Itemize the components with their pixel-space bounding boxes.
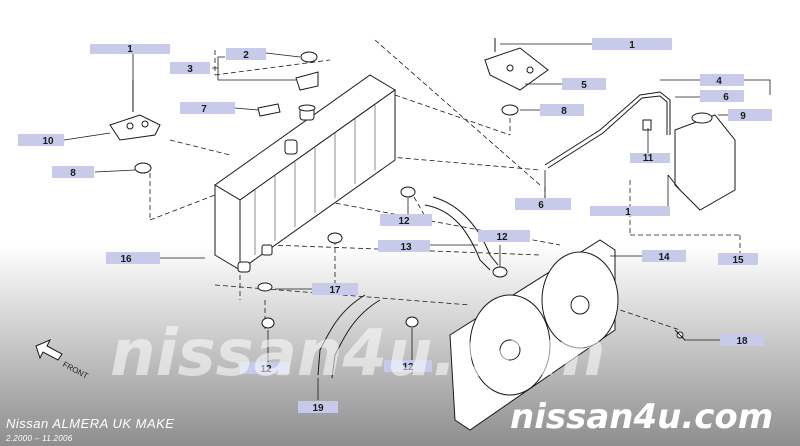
callout-10: 10	[42, 136, 54, 147]
callout-box-12b	[478, 230, 530, 242]
callout-box-5	[562, 78, 606, 90]
radiator	[214, 74, 396, 273]
mount-bracket-right	[484, 38, 549, 116]
front-arrow-icon	[35, 339, 63, 361]
callout-box-11	[630, 153, 670, 163]
callout-13: 13	[400, 242, 412, 253]
callout-11: 11	[643, 153, 654, 164]
callout-box-17	[312, 283, 358, 295]
callout-box-7	[180, 102, 235, 114]
callout-4: 4	[716, 76, 722, 87]
callout-box-6a	[700, 90, 744, 102]
callout-6b: 6	[538, 200, 544, 211]
callout-12a: 12	[398, 216, 410, 227]
callout-box-8b	[540, 104, 584, 116]
callout-box-12a	[380, 214, 432, 226]
caption-date-range: 2.2000 – 11.2006	[5, 434, 73, 443]
callout-12c: 12	[260, 364, 272, 375]
callout-box-10	[18, 134, 64, 146]
fan-shroud	[449, 239, 686, 431]
callout-9: 9	[740, 111, 746, 122]
callout-box-9	[728, 109, 772, 121]
callout-8b: 8	[561, 106, 567, 117]
callout-box-4	[700, 74, 744, 86]
callout-2: 2	[243, 50, 249, 61]
callout-box-1a	[90, 44, 170, 54]
callout-box-16	[106, 252, 160, 264]
callout-1a: 1	[127, 44, 133, 55]
callout-7: 7	[201, 104, 207, 115]
callout-box-6b	[515, 198, 571, 210]
callout-18: 18	[736, 336, 748, 347]
callout-box-1c	[590, 206, 670, 216]
watermark-center: nissan4u.com	[110, 317, 605, 391]
callout-box-18	[720, 334, 764, 346]
clamps	[257, 186, 508, 329]
callout-box-1b	[592, 38, 672, 50]
callout-8a: 8	[70, 168, 76, 179]
callout-1c: 1	[625, 207, 631, 218]
callout-16: 16	[120, 254, 132, 265]
callout-17: 17	[329, 285, 341, 296]
callout-19: 19	[312, 403, 324, 414]
mount-bracket-left	[109, 80, 161, 174]
callout-14: 14	[658, 252, 670, 263]
callout-15: 15	[732, 255, 744, 266]
callout-box-12c	[240, 362, 290, 374]
cap-parts	[257, 51, 319, 117]
callout-box-12d	[384, 360, 432, 372]
callout-6a: 6	[723, 92, 729, 103]
callout-3: 3	[187, 64, 193, 75]
callout-boxes	[18, 38, 772, 413]
callout-box-8a	[52, 166, 94, 178]
callout-12b: 12	[496, 232, 508, 243]
callout-1b: 1	[629, 40, 635, 51]
callout-12d: 12	[402, 362, 414, 373]
caption-title: Nissan ALMERA UK MAKE	[6, 416, 174, 431]
callout-box-3	[170, 62, 210, 74]
callout-box-19	[298, 401, 338, 413]
reservoir-tank	[544, 91, 736, 211]
callout-5: 5	[581, 80, 587, 91]
callout-numbers: 1 2 3 7 10 8 16 1 5 8 4 6 9 11 6 1 12 13…	[42, 40, 748, 414]
callout-box-13	[378, 240, 430, 252]
callout-box-15	[718, 253, 758, 265]
hoses	[317, 196, 499, 379]
callout-box-2	[226, 48, 266, 60]
callout-box-14	[642, 250, 686, 262]
watermark-corner: nissan4u.com	[510, 397, 773, 437]
